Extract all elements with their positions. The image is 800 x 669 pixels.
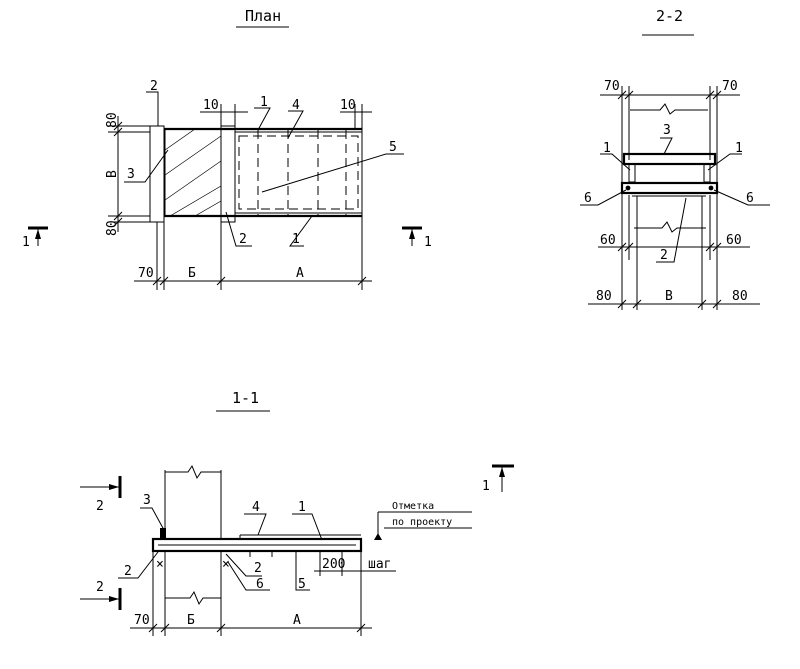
plan-view: План [22, 7, 432, 290]
plan-dim-b: В [105, 170, 120, 178]
s11-deck [151, 537, 363, 553]
s22-break-line-bottom [634, 221, 706, 233]
plan-dim-80-top: 80 [105, 112, 120, 128]
plan-dim-80-bottom: 80 [105, 220, 120, 236]
s22-dim-80-right: 80 [732, 289, 748, 304]
plan-cut-arrow-right [409, 229, 415, 239]
s22-dim-80-left: 80 [596, 289, 612, 304]
plan-dim-70: 70 [138, 266, 154, 281]
s22-pos-6-right: 6 [746, 191, 754, 206]
plan-pos-3: 3 [127, 167, 135, 182]
plan-block-hatching [165, 129, 221, 216]
s11-cut-arrow-top [109, 484, 119, 490]
s11-pos-1: 1 [298, 500, 306, 515]
s11-cut-label-bottom: 2 [96, 580, 104, 595]
s22-pos-6-left: 6 [584, 191, 592, 206]
s11-cut-label-top: 2 [96, 499, 104, 514]
plan-pos-2-top: 2 [150, 79, 158, 94]
plan-cut-arrow-left [35, 229, 41, 239]
plan-pos-5: 5 [389, 140, 397, 155]
section-2-2: 2-2 70 70 3 1 1 6 [580, 7, 770, 310]
plan-pos-1-top: 1 [260, 95, 268, 110]
s11-pos-6: 6 [256, 577, 264, 592]
plan-title: План [245, 7, 281, 25]
s22-dim-70-left: 70 [604, 79, 620, 94]
s11-cut-arrow-bottom [109, 596, 119, 602]
s22-pos-1-right: 1 [735, 141, 743, 156]
plan-dim-a: А [296, 266, 304, 281]
s11-elevation-mark [374, 533, 382, 540]
section-1-1: 1-1 × × 2 2 1 [80, 389, 514, 636]
s11-dim-b: Б [187, 613, 195, 628]
s11-pos-2-left: 2 [124, 564, 132, 579]
s11-pos-3: 3 [143, 493, 151, 508]
s22-base-plate [620, 181, 719, 195]
s22-dim-60-right: 60 [726, 233, 742, 248]
s11-elevation-label: Отметка [392, 501, 434, 512]
plan-middle-post [220, 125, 236, 223]
s11-anchor-right: × [222, 557, 230, 572]
s11-pos-2-right: 2 [254, 561, 262, 576]
s11-cut-arrow-right [499, 467, 505, 477]
plan-cut-label-right: 1 [424, 235, 432, 250]
s22-pos-3: 3 [663, 123, 671, 138]
s22-break-line-top [630, 103, 708, 115]
section-2-2-title: 2-2 [656, 7, 683, 25]
s11-pos-5: 5 [298, 577, 306, 592]
s11-dim-70: 70 [134, 613, 150, 628]
plan-dim-10-left: 10 [203, 98, 219, 113]
s11-block-edge [160, 528, 166, 539]
plan-pos-4: 4 [292, 98, 300, 113]
s11-step-200: 200 [322, 557, 345, 572]
plan-dim-10-right: 10 [340, 98, 356, 113]
s11-cut-label-right: 1 [482, 479, 490, 494]
s11-dim-a: А [293, 613, 301, 628]
plan-cut-label-left: 1 [22, 235, 30, 250]
s11-anchor-left: × [156, 557, 164, 572]
s11-break-line-bottom [165, 590, 221, 606]
s11-step-label: шаг [368, 557, 391, 572]
s22-top-plate [622, 152, 717, 166]
plan-dim-b-bottom: Б [188, 266, 196, 281]
plan-pos-1-bottom: 1 [292, 232, 300, 247]
s22-dim-b: В [665, 289, 673, 304]
s11-elevation-sublabel: по проекту [392, 517, 452, 528]
s11-pos-4: 4 [252, 500, 260, 515]
plan-left-post [149, 125, 165, 223]
s22-dim-60-left: 60 [600, 233, 616, 248]
section-1-1-title: 1-1 [232, 389, 259, 407]
plan-pos-2-bottom: 2 [239, 232, 247, 247]
s22-pos-2: 2 [660, 248, 668, 263]
s22-dim-70-right: 70 [722, 79, 738, 94]
s22-pos-1-left: 1 [603, 141, 611, 156]
s11-break-line-top [165, 464, 221, 480]
plan-grating-outline [238, 135, 359, 210]
